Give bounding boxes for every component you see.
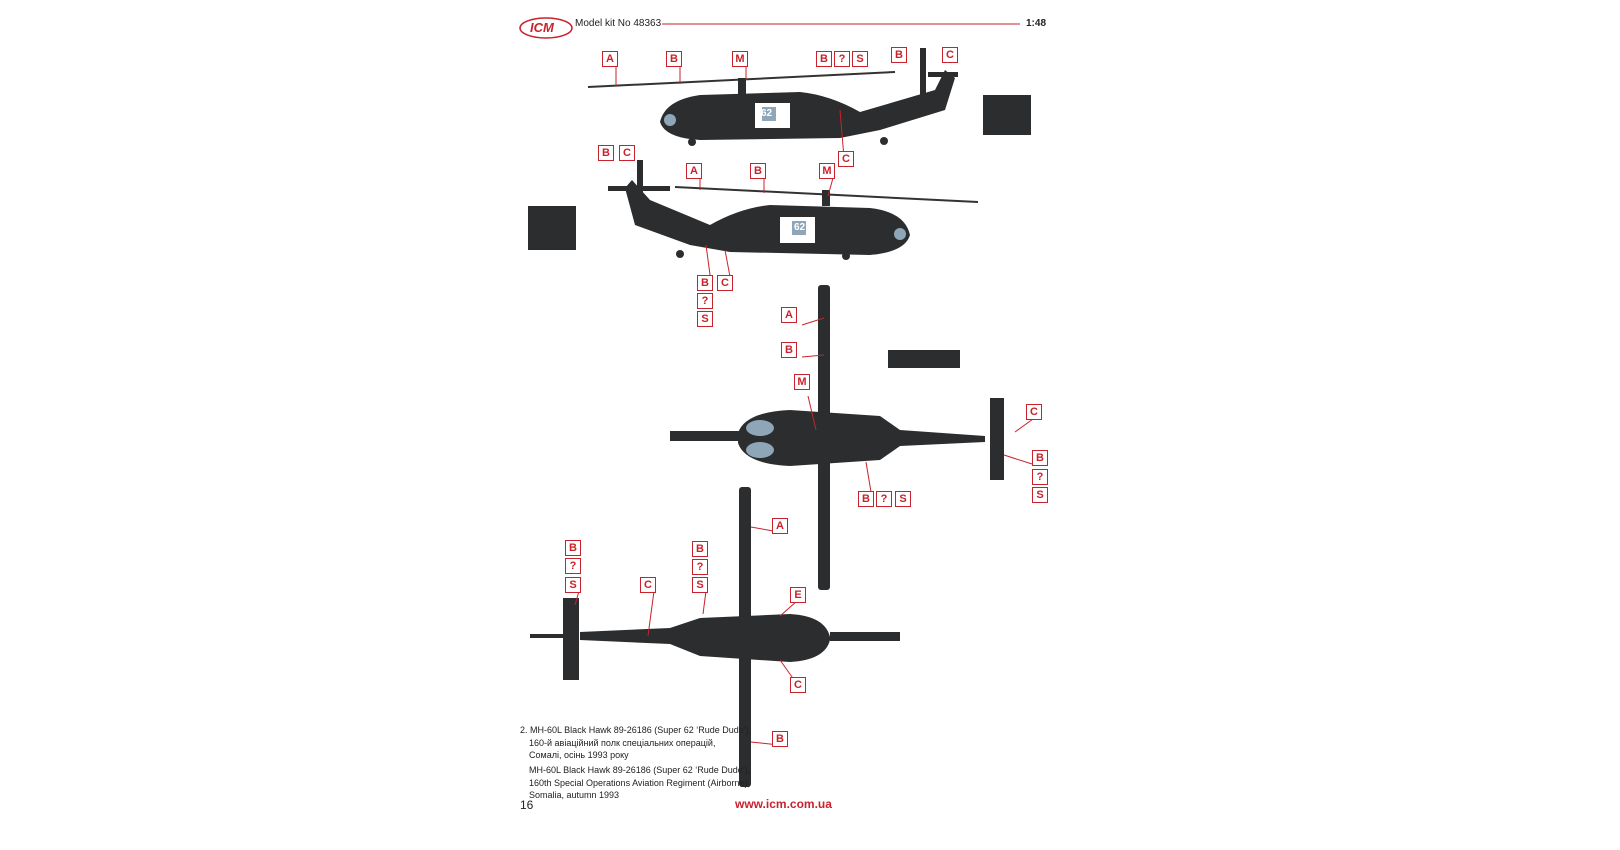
callout-label: B: [692, 541, 708, 557]
callout-label: M: [732, 51, 748, 67]
caption-en: MH-60L Black Hawk 89-26186 (Super 62 ‘Ru…: [529, 764, 750, 802]
callout-label: A: [772, 518, 788, 534]
callout-label: ?: [1032, 469, 1048, 485]
callout-label: B: [1032, 450, 1048, 466]
callout-label: B: [565, 540, 581, 556]
callout-label: A: [602, 51, 618, 67]
callout-label: C: [790, 677, 806, 693]
callout-label: S: [1032, 487, 1048, 503]
callout-label: S: [852, 51, 868, 67]
scale: 1:48: [1026, 18, 1047, 29]
callout-label: B: [772, 731, 788, 747]
svg-text:ICM: ICM: [530, 20, 555, 35]
caption-line: 2. MH-60L Black Hawk 89-26186 (Super 62 …: [520, 725, 752, 735]
icm-logo: ICM: [519, 17, 573, 39]
callout-label: B: [858, 491, 874, 507]
callout-label: S: [565, 577, 581, 593]
side-view-right: [587, 48, 1031, 146]
callout-label: B: [697, 275, 713, 291]
callout-label: B: [781, 342, 797, 358]
callout-label: ?: [565, 558, 581, 574]
bottom-view: [530, 487, 900, 787]
callout-label: B: [891, 47, 907, 63]
callout-label: A: [686, 163, 702, 179]
callout-label: S: [895, 491, 911, 507]
caption-line: 160th Special Operations Aviation Regime…: [529, 777, 750, 788]
callout-label: A: [781, 307, 797, 323]
callout-label: B: [750, 163, 766, 179]
callout-label: C: [717, 275, 733, 291]
callout-label: ?: [697, 293, 713, 309]
callout-label: C: [1026, 404, 1042, 420]
callout-label: ?: [834, 51, 850, 67]
callout-label: ?: [876, 491, 892, 507]
callout-label: M: [819, 163, 835, 179]
top-view: [670, 285, 1004, 590]
caption-line: MH-60L Black Hawk 89-26186 (Super 62 ‘Ru…: [529, 765, 751, 775]
leader-lines: [574, 66, 1034, 746]
website-link[interactable]: www.icm.com.ua: [735, 797, 832, 811]
fuselage-number: 62: [761, 108, 773, 119]
caption-line: 160-й авіаційний полк спеціальних операц…: [529, 737, 716, 748]
callout-label: C: [619, 145, 635, 161]
caption-line: Сомалі, осінь 1993 року: [529, 750, 629, 760]
page-number: 16: [520, 798, 534, 812]
callout-label: ?: [692, 559, 708, 575]
callout-label: C: [838, 151, 854, 167]
caption-ua: 2. MH-60L Black Hawk 89-26186 (Super 62 …: [520, 724, 751, 762]
callout-label: C: [640, 577, 656, 593]
callout-label: E: [790, 587, 806, 603]
side-view-left: [528, 160, 979, 368]
callout-label: S: [697, 311, 713, 327]
callout-label: M: [794, 374, 810, 390]
callout-label: S: [692, 577, 708, 593]
fuselage-number: 62: [794, 222, 806, 233]
kit-number: Model kit No 48363: [575, 18, 662, 29]
callout-label: B: [598, 145, 614, 161]
callout-label: B: [666, 51, 682, 67]
callout-label: C: [942, 47, 958, 63]
callout-label: B: [816, 51, 832, 67]
caption-line: Somalia, autumn 1993: [529, 790, 620, 800]
